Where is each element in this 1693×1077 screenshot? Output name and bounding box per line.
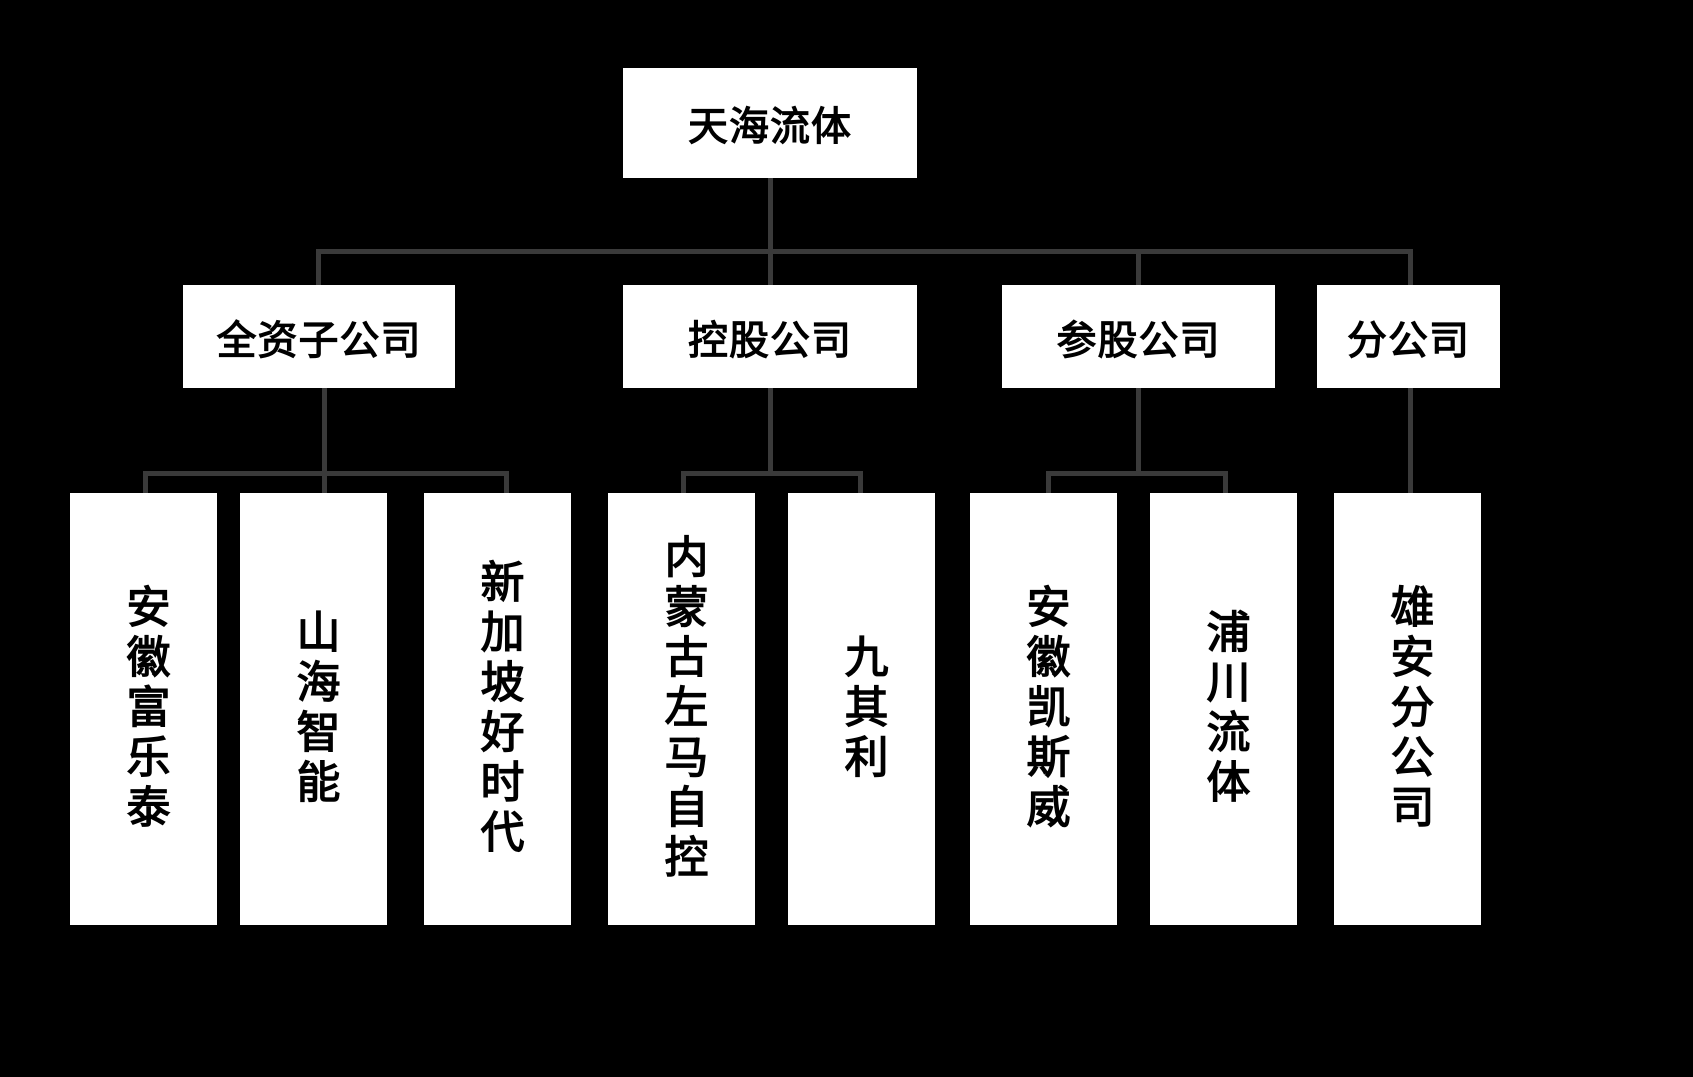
node-leaf-neimenggu-zuoma-zikong[interactable]: 内蒙古左马自控 [608,493,755,925]
node-root[interactable]: 天海流体 [623,68,917,178]
node-branch-4[interactable]: 分公司 [1317,285,1500,388]
node-leaf-xinjiapo-haoshidai[interactable]: 新加坡好时代 [424,493,571,925]
node-branch-3[interactable]: 参股公司 [1002,285,1275,388]
node-leaf-anhui-fuletai[interactable]: 安徽富乐泰 [70,493,217,925]
connector-branch-3-drop-1 [1046,471,1051,496]
connector-branch-1-drop-2 [322,471,327,496]
node-leaf-puchuan-liuti[interactable]: 浦川流体 [1150,493,1297,925]
connector-branch-2-stem [768,388,773,475]
node-leaf-xiongan-fengongsi[interactable]: 雄安分公司 [1334,493,1481,925]
connector-branch-2-bus [681,471,863,476]
node-leaf-jiuqili[interactable]: 九其利 [788,493,935,925]
connector-drop-branch-1 [316,249,321,289]
connector-branch-2-drop-1 [681,471,686,496]
connector-drop-branch-3 [1136,249,1141,289]
node-leaf-shanhai-zhineng[interactable]: 山海智能 [240,493,387,925]
connector-branch-1-drop-3 [504,471,509,496]
connector-branch-3-stem [1136,388,1141,475]
connector-branch-3-drop-2 [1223,471,1228,496]
connector-drop-branch-4 [1408,249,1413,289]
connector-level2-bus [316,249,1413,254]
connector-root-stem [768,178,773,253]
node-leaf-anhui-kaisiwei[interactable]: 安徽凯斯威 [970,493,1117,925]
connector-branch-1-drop-1 [143,471,148,496]
node-branch-2[interactable]: 控股公司 [623,285,917,388]
connector-branch-2-drop-2 [858,471,863,496]
connector-drop-branch-2 [768,249,773,289]
connector-branch-1-stem [322,388,327,475]
connector-branch-4-stem [1408,388,1413,496]
connector-branch-3-bus [1046,471,1228,476]
node-branch-1[interactable]: 全资子公司 [183,285,455,388]
